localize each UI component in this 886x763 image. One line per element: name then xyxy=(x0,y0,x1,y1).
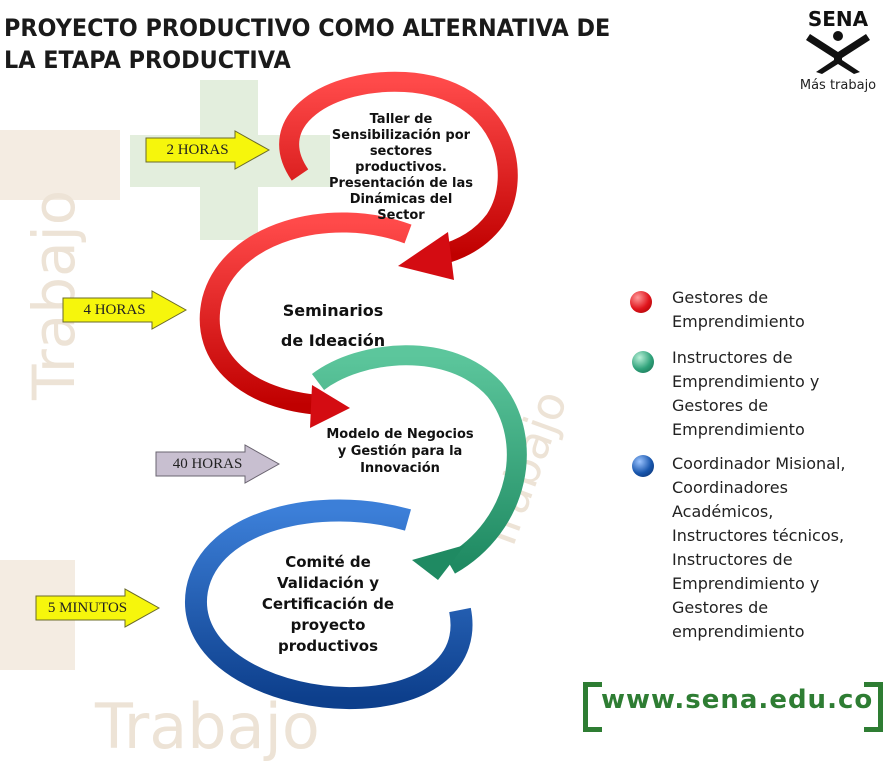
sena-logo-icon: SENA xyxy=(806,8,870,74)
duration-label: 4 HORAS xyxy=(83,302,146,318)
background-block xyxy=(0,130,120,200)
arrow-shape-icon xyxy=(155,444,280,484)
website-link[interactable]: www.sena.edu.co xyxy=(601,685,874,715)
green-dot-icon xyxy=(632,351,654,373)
red-dot-icon xyxy=(630,291,652,313)
legend-text: Gestores de Emprendimiento xyxy=(672,288,805,331)
stage-3-label: Modelo de Negocios y Gestión para la Inn… xyxy=(326,427,474,476)
duration-arrow-4: 5 MINUTOS xyxy=(35,588,160,628)
duration-arrow-1: 2 HORAS xyxy=(145,130,270,170)
arrow-shape-icon xyxy=(145,130,270,170)
spiral-loop-1 xyxy=(279,71,518,280)
sena-tagline: Más trabajo xyxy=(799,78,877,93)
sena-logo: SENA Más trabajo xyxy=(792,8,884,98)
duration-label: 2 HORAS xyxy=(166,142,229,158)
sena-logo-wordmark: SENA xyxy=(808,8,869,31)
legend-text: Coordinador Misional, Coordinadores Acad… xyxy=(672,454,846,641)
duration-arrow-3: 40 HORAS xyxy=(155,444,280,484)
arrow-shape-icon xyxy=(35,588,160,628)
stage-1-label: Taller de Sensibilización por sectores p… xyxy=(328,112,474,223)
duration-label: 5 MINUTOS xyxy=(47,600,128,616)
blue-dot-icon xyxy=(632,455,654,477)
spiral-loop-4 xyxy=(185,499,473,710)
spiral-loop-3 xyxy=(311,345,527,580)
stage-4-label: Comité de Validación y Certificación de … xyxy=(261,553,395,655)
arrow-shape-icon xyxy=(62,290,187,330)
stage-2-label: Seminarios de Ideación xyxy=(280,301,386,350)
duration-label: 40 HORAS xyxy=(172,456,243,472)
page-title: PROYECTO PRODUCTIVO COMO ALTERNATIVA DE … xyxy=(4,14,611,74)
bracket-left xyxy=(583,682,602,732)
duration-arrow-2: 4 HORAS xyxy=(62,290,187,330)
legend-text: Instructores de Emprendimiento y Gestore… xyxy=(672,348,820,439)
bracket-right xyxy=(864,682,883,732)
spiral-loop-2 xyxy=(199,212,412,428)
process-spiral xyxy=(185,71,527,710)
website-banner: www.sena.edu.co xyxy=(583,682,883,732)
